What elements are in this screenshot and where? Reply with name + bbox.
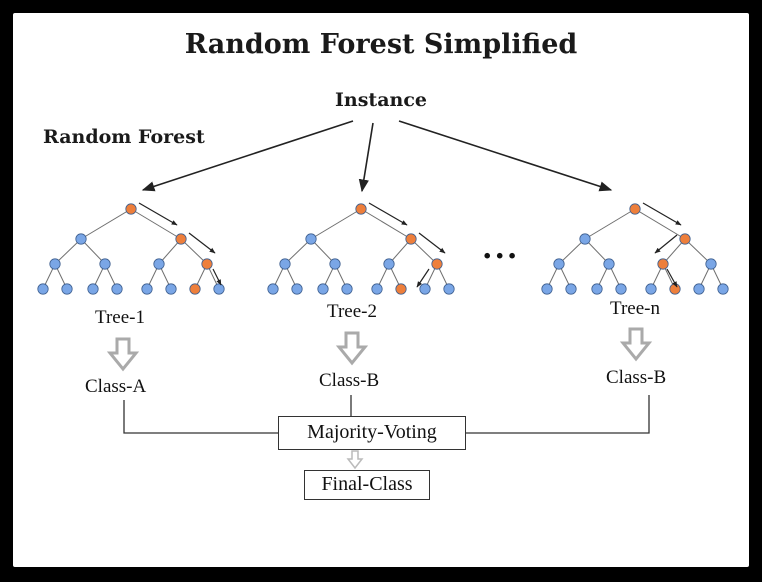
tree-node [99, 258, 111, 270]
tree-node [579, 233, 591, 245]
tree-node [615, 283, 627, 295]
tree-2-label: Tree-2 [327, 301, 377, 322]
tree-n-graphic [541, 202, 729, 295]
tree-node [443, 283, 455, 295]
tree-node-path [355, 203, 367, 215]
tree-edge [130, 208, 182, 240]
tree-node-path [125, 203, 137, 215]
tree-node [717, 283, 729, 295]
instance-label: Instance [335, 89, 427, 111]
path-arrow [212, 268, 222, 286]
tree-node [305, 233, 317, 245]
final-class-box: Final-Class [304, 470, 430, 500]
tree-node [693, 283, 705, 295]
tree-node [603, 258, 615, 270]
class-b-right-label: Class-B [606, 367, 667, 388]
tree-node [591, 283, 603, 295]
path-arrow [418, 232, 446, 254]
tree-edge [558, 238, 586, 265]
majority-voting-box: Majority-Voting [278, 416, 466, 450]
tree-edge [410, 238, 438, 265]
tree-node [329, 258, 341, 270]
tree-edge [180, 238, 208, 265]
tree-node [165, 283, 177, 295]
tree-edge [684, 238, 712, 265]
tree-node-path [405, 233, 417, 245]
hollow-arrow-tree-2 [335, 331, 369, 366]
tree-node-path [175, 233, 187, 245]
hollow-arrow-tree-1 [106, 337, 140, 372]
diagram-graphics [37, 120, 729, 470]
class-a-label: Class-A [85, 376, 147, 397]
tree-edge [284, 238, 312, 265]
tree-node-path [189, 283, 201, 295]
tree-node [87, 283, 99, 295]
tree-2-graphic [267, 202, 455, 295]
tree-node [213, 283, 225, 295]
tree-node [645, 283, 657, 295]
diagram-title: Random Forest Simplified [184, 29, 578, 60]
tree-node [541, 283, 553, 295]
tree-edge [360, 208, 412, 240]
tree-node [37, 283, 49, 295]
path-arrow [642, 202, 682, 226]
tree-node [341, 283, 353, 295]
instance-arrow-tree-n [398, 120, 613, 192]
tree-edge [80, 208, 132, 240]
tree-node [141, 283, 153, 295]
tree-n-label: Tree-n [610, 298, 660, 319]
tree-node-path [395, 283, 407, 295]
path-arrow [416, 268, 430, 288]
tree-node [383, 258, 395, 270]
connector-class-b-right [465, 395, 650, 434]
tree-node-path [657, 258, 669, 270]
path-arrow [188, 232, 216, 254]
tree-node [49, 258, 61, 270]
tree-node-path [201, 258, 213, 270]
class-b-middle-label: Class-B [319, 370, 380, 391]
tree-node [553, 258, 565, 270]
tree-node [153, 258, 165, 270]
hollow-arrow-final [346, 450, 364, 470]
instance-arrow-tree-2 [358, 122, 374, 193]
path-arrow [666, 268, 678, 288]
more-trees-ellipsis: ... [482, 231, 520, 266]
tree-1-label: Tree-1 [95, 307, 145, 328]
tree-node [371, 283, 383, 295]
path-arrow [654, 234, 678, 254]
connector-class-a [123, 400, 278, 434]
tree-edge [584, 238, 610, 265]
tree-node-path [629, 203, 641, 215]
diagram-canvas: Random Forest Simplified Instance Random… [13, 13, 749, 567]
tree-1-graphic [37, 202, 225, 295]
tree-node-path [431, 258, 443, 270]
tree-node-path [669, 283, 681, 295]
tree-node [565, 283, 577, 295]
tree-node [705, 258, 717, 270]
tree-node [267, 283, 279, 295]
tree-edge [80, 238, 106, 265]
tree-edge [584, 208, 636, 240]
path-arrow [138, 202, 178, 226]
tree-node [291, 283, 303, 295]
tree-node [75, 233, 87, 245]
tree-edge [54, 238, 82, 265]
tree-node-path [679, 233, 691, 245]
path-arrow [368, 202, 408, 226]
tree-edge [310, 208, 362, 240]
instance-arrow-tree-1 [141, 120, 354, 192]
tree-node [61, 283, 73, 295]
tree-edge [634, 208, 686, 240]
tree-edge [310, 238, 336, 265]
tree-node [279, 258, 291, 270]
hollow-arrow-tree-n [619, 327, 653, 362]
tree-node [111, 283, 123, 295]
random-forest-label: Random Forest [43, 126, 205, 148]
tree-node [317, 283, 329, 295]
tree-node [419, 283, 431, 295]
